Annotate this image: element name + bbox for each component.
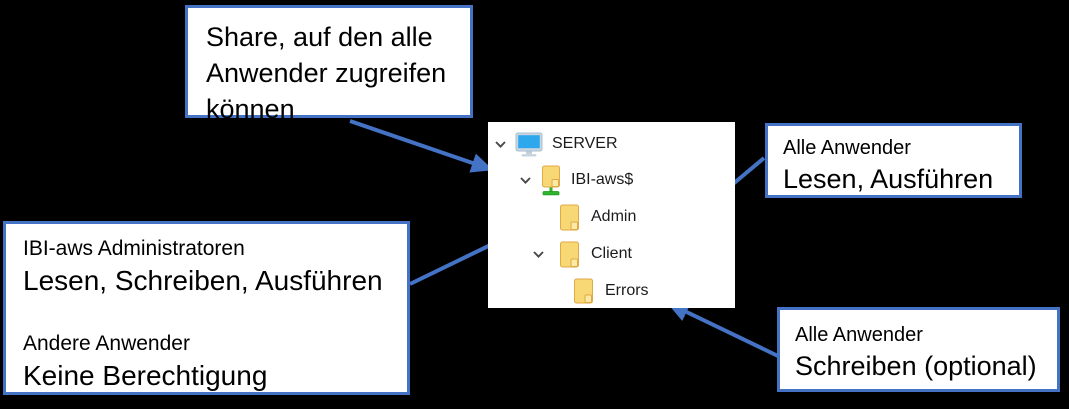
chevron-down-icon[interactable] [518, 173, 533, 188]
tree-item-ibi-aws[interactable]: IBI-aws$ [488, 163, 735, 197]
callout-client-group: Alle Anwender [783, 137, 911, 159]
tree-item-client[interactable]: Client [488, 237, 735, 271]
folder-tree-panel: SERVER IBI-aws$ [488, 122, 735, 308]
callout-admin-group2: Andere Anwender [23, 332, 190, 355]
tree-item-label[interactable]: Client [591, 245, 632, 262]
callout-errors-permission: Schreiben (optional) [795, 351, 1037, 381]
tree-item-errors[interactable]: Errors [488, 274, 735, 308]
callout-share: Share, auf den alle Anwender zugreifen k… [185, 5, 473, 124]
callout-errors-group: Alle Anwender [795, 324, 923, 346]
chevron-down-icon[interactable] [531, 247, 546, 262]
tree-item-label[interactable]: IBI-aws$ [571, 171, 634, 188]
callout-client-permission: Lesen, Ausführen [783, 164, 994, 194]
callout-admin-permission1: Lesen, Schreiben, Ausführen [23, 265, 383, 296]
tree-item-server[interactable]: SERVER [488, 127, 735, 161]
chevron-down-icon[interactable] [493, 137, 508, 152]
callout-admin-permissions: IBI-aws Administratoren Lesen, Schreiben… [3, 221, 410, 395]
arrow-errorsperm-to-errors [666, 302, 779, 358]
callout-admin-group1: IBI-aws Administratoren [23, 237, 245, 260]
callout-client-permissions: Alle Anwender Lesen, Ausführen [765, 123, 1022, 198]
folder-icon [559, 241, 580, 268]
folder-icon [573, 278, 594, 304]
tree-item-label[interactable]: Admin [591, 208, 637, 225]
shared-folder-icon [540, 165, 562, 196]
tree-item-admin[interactable]: Admin [488, 200, 735, 234]
arrow-share-to-ibiaws [349, 119, 494, 173]
computer-icon [515, 132, 543, 157]
tree-item-label[interactable]: Errors [605, 282, 649, 299]
callout-share-text: Share, auf den alle Anwender zugreifen k… [206, 22, 447, 124]
callout-admin-permission2: Keine Berechtigung [23, 360, 268, 391]
folder-icon [559, 204, 580, 231]
callout-admin-spacer [23, 299, 401, 329]
tree-item-label[interactable]: SERVER [552, 135, 618, 152]
callout-errors-permissions: Alle Anwender Schreiben (optional) [777, 307, 1060, 392]
